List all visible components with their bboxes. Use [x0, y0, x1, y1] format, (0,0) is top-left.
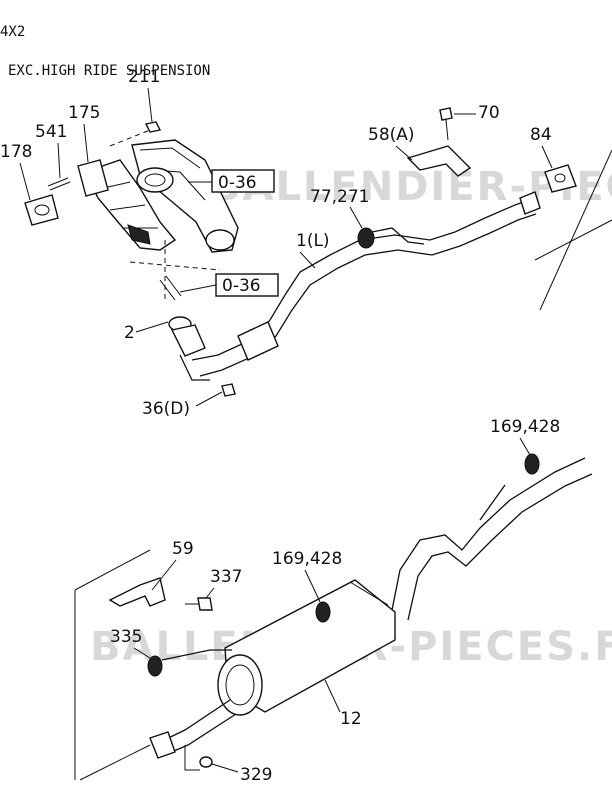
callout-541: 541 — [35, 122, 67, 142]
callout-1l: 1(L) — [296, 231, 330, 251]
hanger-rubber-335 — [147, 649, 232, 677]
bolt-70 — [439, 107, 453, 141]
callout-12: 12 — [340, 709, 362, 729]
callout-335: 335 — [110, 627, 142, 647]
variant-label: EXC.HIGH RIDE SUSPENSION — [8, 63, 211, 79]
callout-178: 178 — [0, 142, 32, 162]
hanger-rubber-77 — [357, 227, 425, 249]
front-pipe — [170, 191, 541, 381]
stud-541 — [47, 177, 71, 191]
callout-169-428-lower: 169,428 — [272, 549, 342, 569]
diagram-header: 4X2 EXC.HIGH RIDE SUSPENSION — [0, 0, 210, 91]
reference-label-lower: 0-36 — [222, 276, 261, 296]
reference-label-upper: 0-36 — [218, 173, 257, 193]
nut-211 — [144, 121, 162, 133]
callout-329: 329 — [240, 765, 272, 785]
inlet-pipe — [149, 699, 237, 759]
bracket-58a — [406, 145, 472, 177]
reference-box-lower: 0-36 — [215, 273, 279, 297]
exhaust-manifold — [131, 139, 239, 253]
muffler — [217, 579, 396, 716]
reference-box-upper: 0-36 — [211, 169, 275, 193]
gasket-178 — [24, 194, 59, 226]
nut-329 — [199, 756, 213, 768]
callout-70: 70 — [478, 103, 500, 123]
drive-label: 4X2 — [0, 24, 26, 40]
nut-36d — [221, 383, 236, 397]
callout-211: 211 — [128, 67, 160, 87]
callout-169-428-upper: 169,428 — [490, 417, 560, 437]
callout-84: 84 — [530, 125, 552, 145]
callout-36d: 36(D) — [142, 399, 190, 419]
callout-77-271: 77,271 — [310, 187, 369, 207]
flange-175 — [77, 159, 109, 197]
callout-2: 2 — [124, 323, 135, 343]
gasket-84 — [544, 164, 577, 193]
callout-58a: 58(A) — [368, 125, 415, 145]
tail-pipe — [389, 457, 593, 621]
hanger-rubber-169-lower — [315, 601, 331, 623]
hanger-rubber-169-upper — [524, 453, 540, 475]
callout-337: 337 — [210, 567, 242, 587]
stud-connector — [159, 275, 182, 301]
callout-59: 59 — [172, 539, 194, 559]
bracket-59 — [108, 577, 166, 607]
bolt-337 — [185, 597, 213, 611]
callout-175: 175 — [68, 103, 100, 123]
